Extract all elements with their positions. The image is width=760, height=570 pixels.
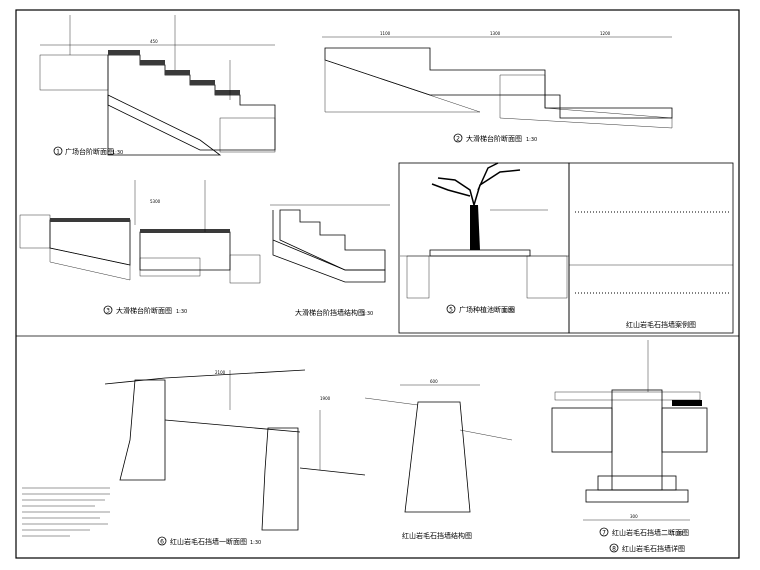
slide-fill-right bbox=[499, 74, 673, 129]
dim-1100: 1100 bbox=[380, 31, 391, 36]
grid-base bbox=[219, 117, 276, 153]
slide-steps-section: 3 大滑梯台阶断面图 1:30 bbox=[19, 180, 261, 315]
cobble-base bbox=[107, 94, 222, 156]
title-slide-step-section: 大滑梯台阶断面图 bbox=[116, 306, 172, 315]
slide-top-section: 1100 1300 1200 2 大滑梯台阶断面图 1:30 bbox=[322, 31, 673, 143]
stone-wall-1 bbox=[119, 379, 166, 481]
pit-grid-left bbox=[406, 255, 430, 299]
dim-300: 300 bbox=[630, 514, 638, 519]
stone-wall-2 bbox=[261, 427, 299, 531]
paving-dark bbox=[672, 400, 702, 406]
title-planting-pit: 广场种植池断面图 bbox=[459, 305, 515, 314]
index-number-6: 6 bbox=[160, 539, 164, 546]
title-stone-wall-2: 红山岩毛石挡墙二断面图 bbox=[612, 528, 689, 537]
dim-600: 600 bbox=[430, 379, 438, 384]
slide-fill-left bbox=[324, 59, 481, 113]
footing-2 bbox=[585, 489, 689, 503]
cobble-left bbox=[551, 407, 613, 453]
scale-slide-wall: 1:30 bbox=[362, 311, 373, 317]
dim-450: 450 bbox=[150, 39, 158, 44]
grid-bottom bbox=[139, 257, 201, 277]
title-stone-wall-1: 红山岩毛石挡墙一断面图 bbox=[170, 537, 247, 546]
steps-tread-2 bbox=[140, 229, 230, 233]
slide-retaining-wall: 大滑梯台阶挡墙结构图 1:30 bbox=[270, 204, 390, 317]
steps-body-2 bbox=[139, 231, 231, 271]
index-number-5: 5 bbox=[449, 307, 453, 314]
title-case-image: 红山岩毛石挡墙案例图 bbox=[626, 320, 696, 329]
ground-left bbox=[364, 397, 419, 406]
scale-slide-step-section: 1:30 bbox=[176, 309, 187, 315]
ground-line-top bbox=[104, 369, 306, 385]
stone-wall-1-section: 6 红山岩毛石挡墙一断面图 1:30 bbox=[104, 369, 366, 546]
dim-1900: 1900 bbox=[320, 396, 331, 401]
flagstone-wall bbox=[404, 401, 471, 513]
index-circle-5 bbox=[446, 304, 456, 314]
title-plaza-steps: 广场台阶断面图 bbox=[65, 147, 114, 156]
stone-column bbox=[611, 389, 663, 491]
index-number-8: 8 bbox=[612, 546, 616, 553]
paving-top bbox=[554, 391, 701, 401]
scale-slide-steps: 1:30 bbox=[526, 137, 537, 143]
scale-plaza-steps: 1:30 bbox=[112, 150, 123, 156]
slide-outline bbox=[324, 47, 673, 119]
footing-1 bbox=[597, 475, 677, 491]
title-slide-steps: 大滑梯台阶断面图 bbox=[466, 134, 522, 143]
cobble-right bbox=[661, 407, 708, 453]
tree-branches bbox=[431, 162, 521, 249]
index-number-3: 3 bbox=[106, 308, 110, 315]
frame-case-photo bbox=[568, 162, 734, 334]
tree-trunk bbox=[470, 205, 480, 250]
index-circle-2 bbox=[453, 133, 463, 143]
ground-line-low bbox=[299, 467, 366, 476]
index-circle-8 bbox=[609, 543, 619, 553]
index-circle-3 bbox=[103, 305, 113, 315]
scale-stone-wall-2: 1:30 bbox=[672, 531, 683, 537]
grid-left bbox=[19, 214, 51, 249]
steps-tread bbox=[50, 218, 130, 222]
case-image-panel: 红山岩毛石挡墙案例图 bbox=[575, 211, 730, 329]
stair-treads bbox=[108, 50, 240, 95]
ground-right bbox=[459, 429, 513, 441]
dim-1200: 1200 bbox=[600, 31, 611, 36]
scale-planting-pit: 1:30 bbox=[503, 308, 514, 314]
dim-2100: 2100 bbox=[215, 370, 226, 375]
wall-outline bbox=[279, 209, 386, 271]
stone-wall-2-section: 7 红山岩毛石挡墙二断面图 1:30 8 红山岩毛石挡墙详图 bbox=[551, 340, 708, 553]
steps-gravel bbox=[49, 247, 131, 281]
notes-block bbox=[22, 487, 110, 537]
stone-wall-structure: 红山岩毛石挡墙结构图 bbox=[364, 384, 513, 540]
planting-pit-section: 5 广场种植池断面图 1:30 bbox=[400, 162, 569, 314]
soil-left bbox=[39, 54, 109, 91]
title-stone-wall-detail: 红山岩毛石挡墙详图 bbox=[622, 544, 685, 553]
index-number-2: 2 bbox=[456, 136, 460, 143]
scale-stone-wall-1: 1:30 bbox=[250, 540, 261, 546]
dim-1300: 1300 bbox=[490, 31, 501, 36]
pit-grid-right bbox=[526, 255, 568, 299]
sheet-border bbox=[15, 9, 740, 559]
dim-5300: 5300 bbox=[150, 199, 161, 204]
grid-right bbox=[229, 254, 261, 284]
index-circle-6 bbox=[157, 536, 167, 546]
index-number-1: 1 bbox=[56, 149, 60, 156]
wall-gravel bbox=[272, 210, 386, 283]
title-stone-wall-structure: 红山岩毛石挡墙结构图 bbox=[402, 531, 472, 540]
index-number-7: 7 bbox=[602, 530, 606, 537]
index-circle-1 bbox=[53, 146, 63, 156]
plaza-steps-section: 1 广场台阶断面图 1:30 bbox=[39, 15, 276, 156]
title-slide-wall: 大滑梯台阶挡墙结构图 bbox=[295, 308, 365, 317]
ground-line-mid bbox=[164, 419, 301, 433]
pit-cobbles bbox=[429, 249, 531, 257]
steps-body bbox=[49, 219, 131, 266]
index-circle-7 bbox=[599, 527, 609, 537]
